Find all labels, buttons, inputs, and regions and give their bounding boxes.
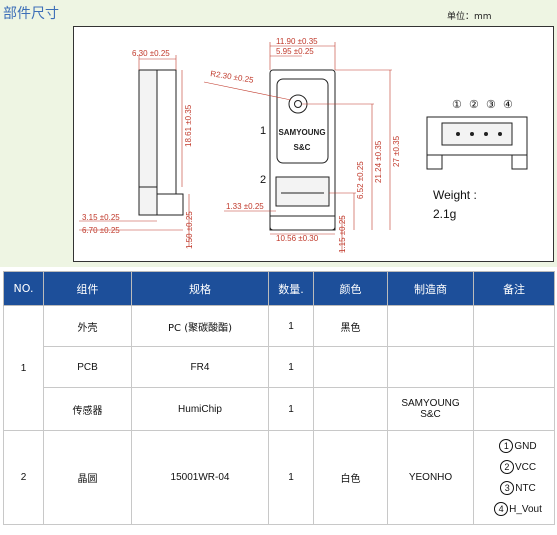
cell-maker: YEONHO — [387, 430, 474, 525]
pin-label-2: ② — [469, 99, 479, 111]
table-header-row: NO. 组件 规格 数量. 颜色 制造商 备注 — [3, 271, 555, 306]
front-view: SAMYOUNG S&C — [269, 69, 336, 231]
cell-no: 1 — [3, 305, 44, 431]
pin-2 — [470, 132, 474, 136]
bom-table: NO. 组件 规格 数量. 颜色 制造商 备注 1 外壳 PC (聚碳酸酯) 1… — [3, 271, 555, 525]
side-view-foot — [156, 193, 184, 216]
cell-color — [313, 387, 388, 431]
header-spec: 规格 — [131, 271, 269, 306]
dim-label: 27 ±0.35 — [392, 135, 401, 167]
pin-name: NTC — [515, 482, 536, 494]
cell-spec: 15001WR-04 — [131, 430, 269, 525]
dim-label: 3.15 ±0.25 — [82, 213, 120, 222]
pin-3 — [484, 132, 488, 136]
section-title: 部件尺寸 — [3, 6, 59, 22]
cell-remark — [473, 387, 555, 431]
side-view-cap — [156, 69, 177, 195]
cell-component: 晶圆 — [43, 430, 132, 525]
pin-number-badge: 2 — [499, 459, 514, 474]
dim-label: 18.61 ±0.35 — [184, 104, 193, 147]
side-view-body — [138, 69, 158, 216]
pin-1 — [456, 132, 460, 136]
cell-qty: 1 — [268, 387, 314, 431]
pin-label-1: ① — [452, 99, 462, 111]
cell-no: 2 — [3, 430, 44, 525]
dim-label: 11.90 ±0.35 — [276, 37, 318, 46]
table-row: 1 外壳 PC (聚碳酸酯) 1 黑色 — [3, 305, 555, 431]
connector-view: ① ② ③ ④ — [426, 99, 528, 170]
dim-label: 21.24 ±0.35 — [374, 140, 383, 183]
cell-spec: HumiChip — [131, 387, 269, 431]
header-remark: 备注 — [473, 271, 555, 306]
maker-line-1: SAMYOUNG — [401, 398, 460, 409]
dim-label: 6.30 ±0.25 — [132, 49, 170, 58]
weight-value: 2.1g — [433, 207, 457, 221]
dim-label: 6.70 ±0.25 — [82, 226, 120, 235]
header-no: NO. — [3, 271, 44, 306]
table-row: PCB FR4 1 — [4, 346, 555, 388]
dim-label: 1.33 ±0.25 — [226, 202, 264, 211]
unit-label: 单位：mm — [447, 12, 492, 22]
dimension-section: 部件尺寸 单位：mm 6.30 ±0.25 18.61 ±0.35 3.15 ±… — [0, 0, 557, 267]
pin-name: VCC — [514, 461, 537, 473]
dim-label: R2.30 ±0.25 — [210, 69, 255, 85]
callout-1: 1 — [260, 125, 266, 137]
dim-label: 1.15 ±0.25 — [338, 215, 347, 253]
dim-label: 1.50 ±0.25 — [185, 211, 194, 249]
pin-number-badge: 4 — [494, 501, 509, 516]
cell-component: 外壳 — [43, 305, 132, 347]
cell-color: 黑色 — [313, 305, 388, 347]
sensor-window — [276, 78, 329, 164]
dim-label: 5.95 ±0.25 — [276, 47, 314, 56]
dim-label: 10.56 ±0.30 — [276, 234, 319, 243]
cell-qty: 1 — [268, 305, 314, 347]
cell-spec: PC (聚碳酸酯) — [131, 305, 269, 347]
cell-component: PCB — [43, 346, 132, 388]
connector-housing — [426, 116, 528, 156]
drawing-canvas: 6.30 ±0.25 18.61 ±0.35 3.15 ±0.25 6.70 ±… — [79, 37, 528, 253]
cell-spec: FR4 — [131, 346, 269, 388]
cell-maker: SAMYOUNG S&C — [387, 387, 474, 431]
logo-sub: S&C — [294, 143, 311, 152]
technical-drawing: 6.30 ±0.25 18.61 ±0.35 3.15 ±0.25 6.70 ±… — [73, 26, 554, 262]
pin-name: GND — [514, 440, 537, 452]
cell-color — [313, 346, 388, 388]
maker-line-2: S&C — [420, 409, 441, 420]
cell-color: 白色 — [313, 430, 388, 525]
dim-label: 6.52 ±0.25 — [356, 161, 365, 199]
table-row: 传感器 HumiChip 1 SAMYOUNG S&C — [4, 387, 555, 431]
pin-label-3: ③ — [486, 99, 496, 111]
pin-4 — [498, 132, 502, 136]
pin-number-badge: 3 — [500, 480, 515, 495]
header-color: 颜色 — [313, 271, 388, 306]
pin-name: H_Vout — [509, 503, 542, 515]
cell-maker — [387, 305, 474, 347]
cell-component: 传感器 — [43, 387, 132, 431]
cell-maker — [387, 346, 474, 388]
side-view — [138, 69, 184, 216]
header-component: 组件 — [43, 271, 132, 306]
cell-remark — [473, 305, 555, 347]
header-maker: 制造商 — [387, 271, 474, 306]
connector — [275, 176, 330, 207]
cell-remark — [473, 346, 555, 388]
logo-brand: SAMYOUNG — [278, 128, 325, 137]
header-qty: 数量. — [268, 271, 314, 306]
cell-qty: 1 — [268, 430, 314, 525]
cell-qty: 1 — [268, 346, 314, 388]
pin-number-badge: 1 — [499, 438, 514, 453]
weight-label: Weight : — [433, 188, 477, 202]
callout-2: 2 — [260, 174, 266, 186]
pin-label-4: ④ — [503, 99, 513, 111]
